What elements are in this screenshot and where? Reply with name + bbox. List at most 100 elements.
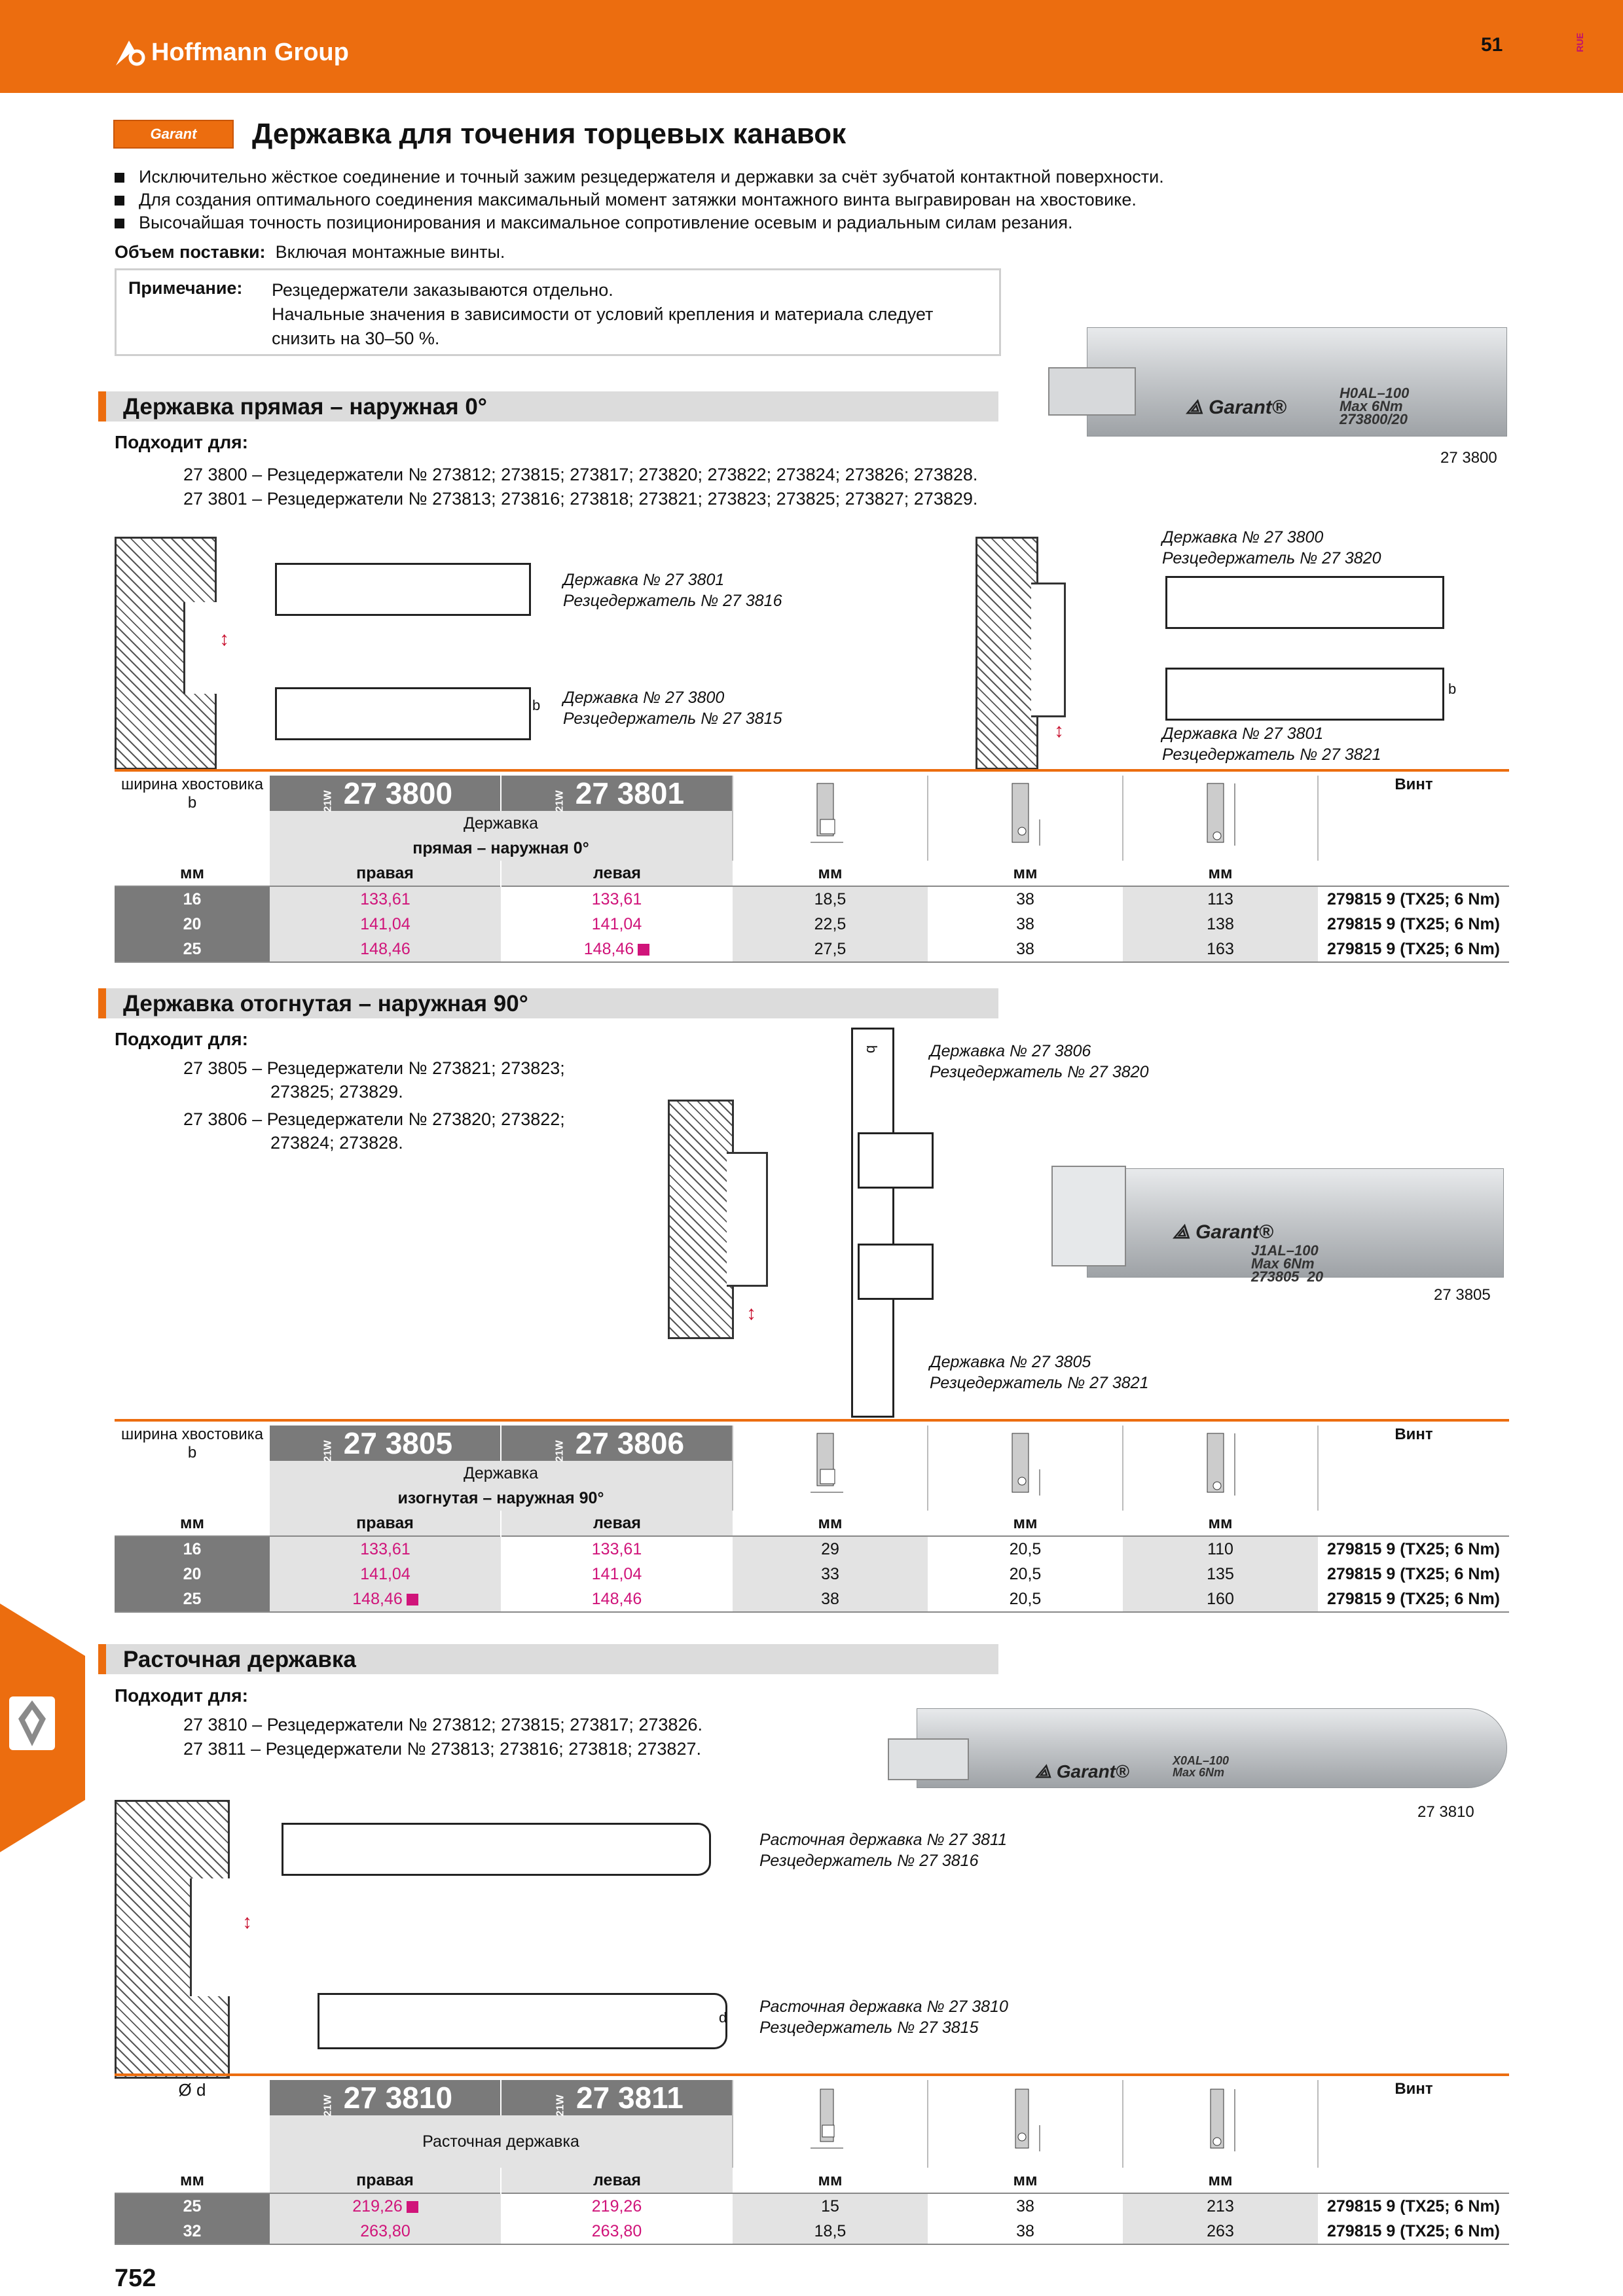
garant-badge: Garant xyxy=(113,120,234,149)
note-label: Примечание: xyxy=(128,278,243,298)
photo-engraving: X0AL–100 Max 6Nm xyxy=(1173,1754,1230,1779)
product-photo-273810: ⟁ Garant® X0AL–100 Max 6Nm xyxy=(888,1708,1507,1788)
table-row: 16 133,61 133,61 18,5 38 113 279815 9 (T… xyxy=(115,886,1509,912)
table-row: 25 148,46 148,46 27,5 38 163 279815 9 (T… xyxy=(115,937,1509,962)
language-tag: RUE xyxy=(1575,33,1585,52)
holder-type: изогнутая – наружная 90° xyxy=(270,1486,733,1511)
article-header-273801[interactable]: 21W 27 3801 xyxy=(500,776,733,812)
dim-icon-2 xyxy=(927,1426,1123,1511)
table-row: 16 133,61 133,61 29 20,5 110 279815 9 (T… xyxy=(115,1536,1509,1562)
article-header-273805[interactable]: 21W 27 3805 xyxy=(270,1426,501,1462)
dim-b-label: b xyxy=(1448,681,1457,697)
dim-icon-2 xyxy=(927,2080,1123,2168)
brand-logo[interactable]: Hoffmann Group xyxy=(115,33,349,72)
dim-b-label: b xyxy=(532,697,541,713)
workpiece-drawing xyxy=(668,1100,734,1339)
holder-drawing-bent xyxy=(851,1028,894,1418)
screw-header: Винт xyxy=(1317,1426,1509,1511)
boring-bar-drawing-273810 xyxy=(318,1993,727,2049)
dim-icon-3 xyxy=(1122,776,1318,861)
article-header-273811[interactable]: 21W 27 3811 xyxy=(500,2080,733,2116)
left-label: левая xyxy=(500,2168,733,2193)
feed-arrow-icon: ↕ xyxy=(242,1911,252,1933)
fits-line: 27 3800 – Резцедержатели № 273812; 27381… xyxy=(183,465,978,484)
section-header-boring: Расточная державка xyxy=(98,1644,998,1674)
bullet-2: Для создания оптимального соединения мак… xyxy=(115,190,1137,210)
bullet-3: Высочайшая точность позиционирования и м… xyxy=(115,213,1073,233)
feed-arrow-icon: ↕ xyxy=(746,1302,756,1324)
table-row: 20 141,04 141,04 22,5 38 138 279815 9 (T… xyxy=(115,912,1509,937)
dim-icon-3 xyxy=(1122,1426,1318,1511)
workpiece-drawing xyxy=(976,537,1038,770)
photo-article-number: 27 3810 xyxy=(1417,1803,1474,1821)
note-box: Примечание: Резцедержатели заказываются … xyxy=(115,268,1001,356)
fits-label: Подходит для: xyxy=(115,1685,248,1706)
dim-icon-1 xyxy=(732,776,928,861)
unit-cell: мм xyxy=(180,863,204,882)
feed-arrow-icon: ↕ xyxy=(1054,720,1064,742)
dim-d-label: d xyxy=(719,2009,727,2026)
article-header-273810[interactable]: 21W 27 3810 xyxy=(270,2080,501,2116)
section-header-straight: Державка прямая – наружная 0° xyxy=(98,391,998,422)
new-marker-icon xyxy=(406,1593,418,1605)
hoffmann-logo-icon xyxy=(116,41,145,66)
product-photo-273800: ⟁ Garant® H0AL–100 Max 6Nm 273800/20 xyxy=(1048,327,1507,437)
left-label: левая xyxy=(500,1511,733,1536)
table-row: 25 148,46 148,46 38 20,5 160 279815 9 (T… xyxy=(115,1587,1509,1612)
right-label: правая xyxy=(270,861,501,886)
feed-arrow-icon: ↕ xyxy=(219,628,229,650)
fits-line: 27 3801 – Резцедержатели № 273813; 27381… xyxy=(183,489,978,509)
holder-drawing-273801 xyxy=(1165,668,1444,721)
new-marker-icon xyxy=(638,943,650,956)
holder-type: прямая – наружная 0° xyxy=(270,836,733,861)
table-row: 25 219,26 219,26 15 38 213 279815 9 (TX2… xyxy=(115,2193,1509,2219)
holder-description: Расточная державка xyxy=(270,2115,733,2168)
screw-header: Винт xyxy=(1317,2080,1509,2168)
holder-description: Державка xyxy=(270,811,733,836)
photo-garant-mark: ⟁ Garant® xyxy=(1186,397,1286,418)
header-bar xyxy=(0,0,1623,93)
page-number-bottom: 752 xyxy=(115,2265,156,2292)
new-marker-icon xyxy=(406,2200,418,2213)
photo-article-number: 27 3800 xyxy=(1440,449,1497,467)
groove-profile xyxy=(183,602,225,694)
dim-icon-1 xyxy=(732,2080,928,2168)
col-header-diameter: Ø d xyxy=(178,2080,206,2100)
page-number-top: 51 xyxy=(1481,34,1503,56)
fits-label: Подходит для: xyxy=(115,432,248,452)
holder-drawing-273800 xyxy=(275,687,531,740)
screw-header: Винт xyxy=(1317,776,1509,861)
dim-icon-2 xyxy=(927,776,1123,861)
right-label: правая xyxy=(270,1511,501,1536)
dim-icon-3 xyxy=(1122,2080,1318,2168)
turning-tool-icon xyxy=(9,1696,55,1750)
article-header-273806[interactable]: 21W 27 3806 xyxy=(500,1426,733,1462)
table-row: 20 141,04 141,04 33 20,5 135 279815 9 (T… xyxy=(115,1562,1509,1587)
article-header-273800[interactable]: 21W 27 3800 xyxy=(270,776,501,812)
holder-description: Державка xyxy=(270,1461,733,1486)
groove-profile xyxy=(1031,583,1066,717)
delivery-scope: Объем поставки: Включая монтажные винты. xyxy=(115,242,505,262)
photo-engraving: J1AL–100 Max 6Nm 273805 20 xyxy=(1251,1242,1324,1285)
bullet-1: Исключительно жёсткое соединение и точны… xyxy=(115,167,1164,187)
left-label: левая xyxy=(500,861,733,886)
dim-icon-1 xyxy=(732,1426,928,1511)
dim-b-label: b xyxy=(864,1045,881,1054)
table-row: 32 263,80 263,80 18,5 38 263 279815 9 (T… xyxy=(115,2219,1509,2244)
right-label: правая xyxy=(270,2168,501,2193)
page-title: Державка для точения торцевых канавок xyxy=(252,118,847,150)
holder-drawing-273801 xyxy=(275,563,531,616)
boring-bar-drawing-273811 xyxy=(282,1823,711,1876)
